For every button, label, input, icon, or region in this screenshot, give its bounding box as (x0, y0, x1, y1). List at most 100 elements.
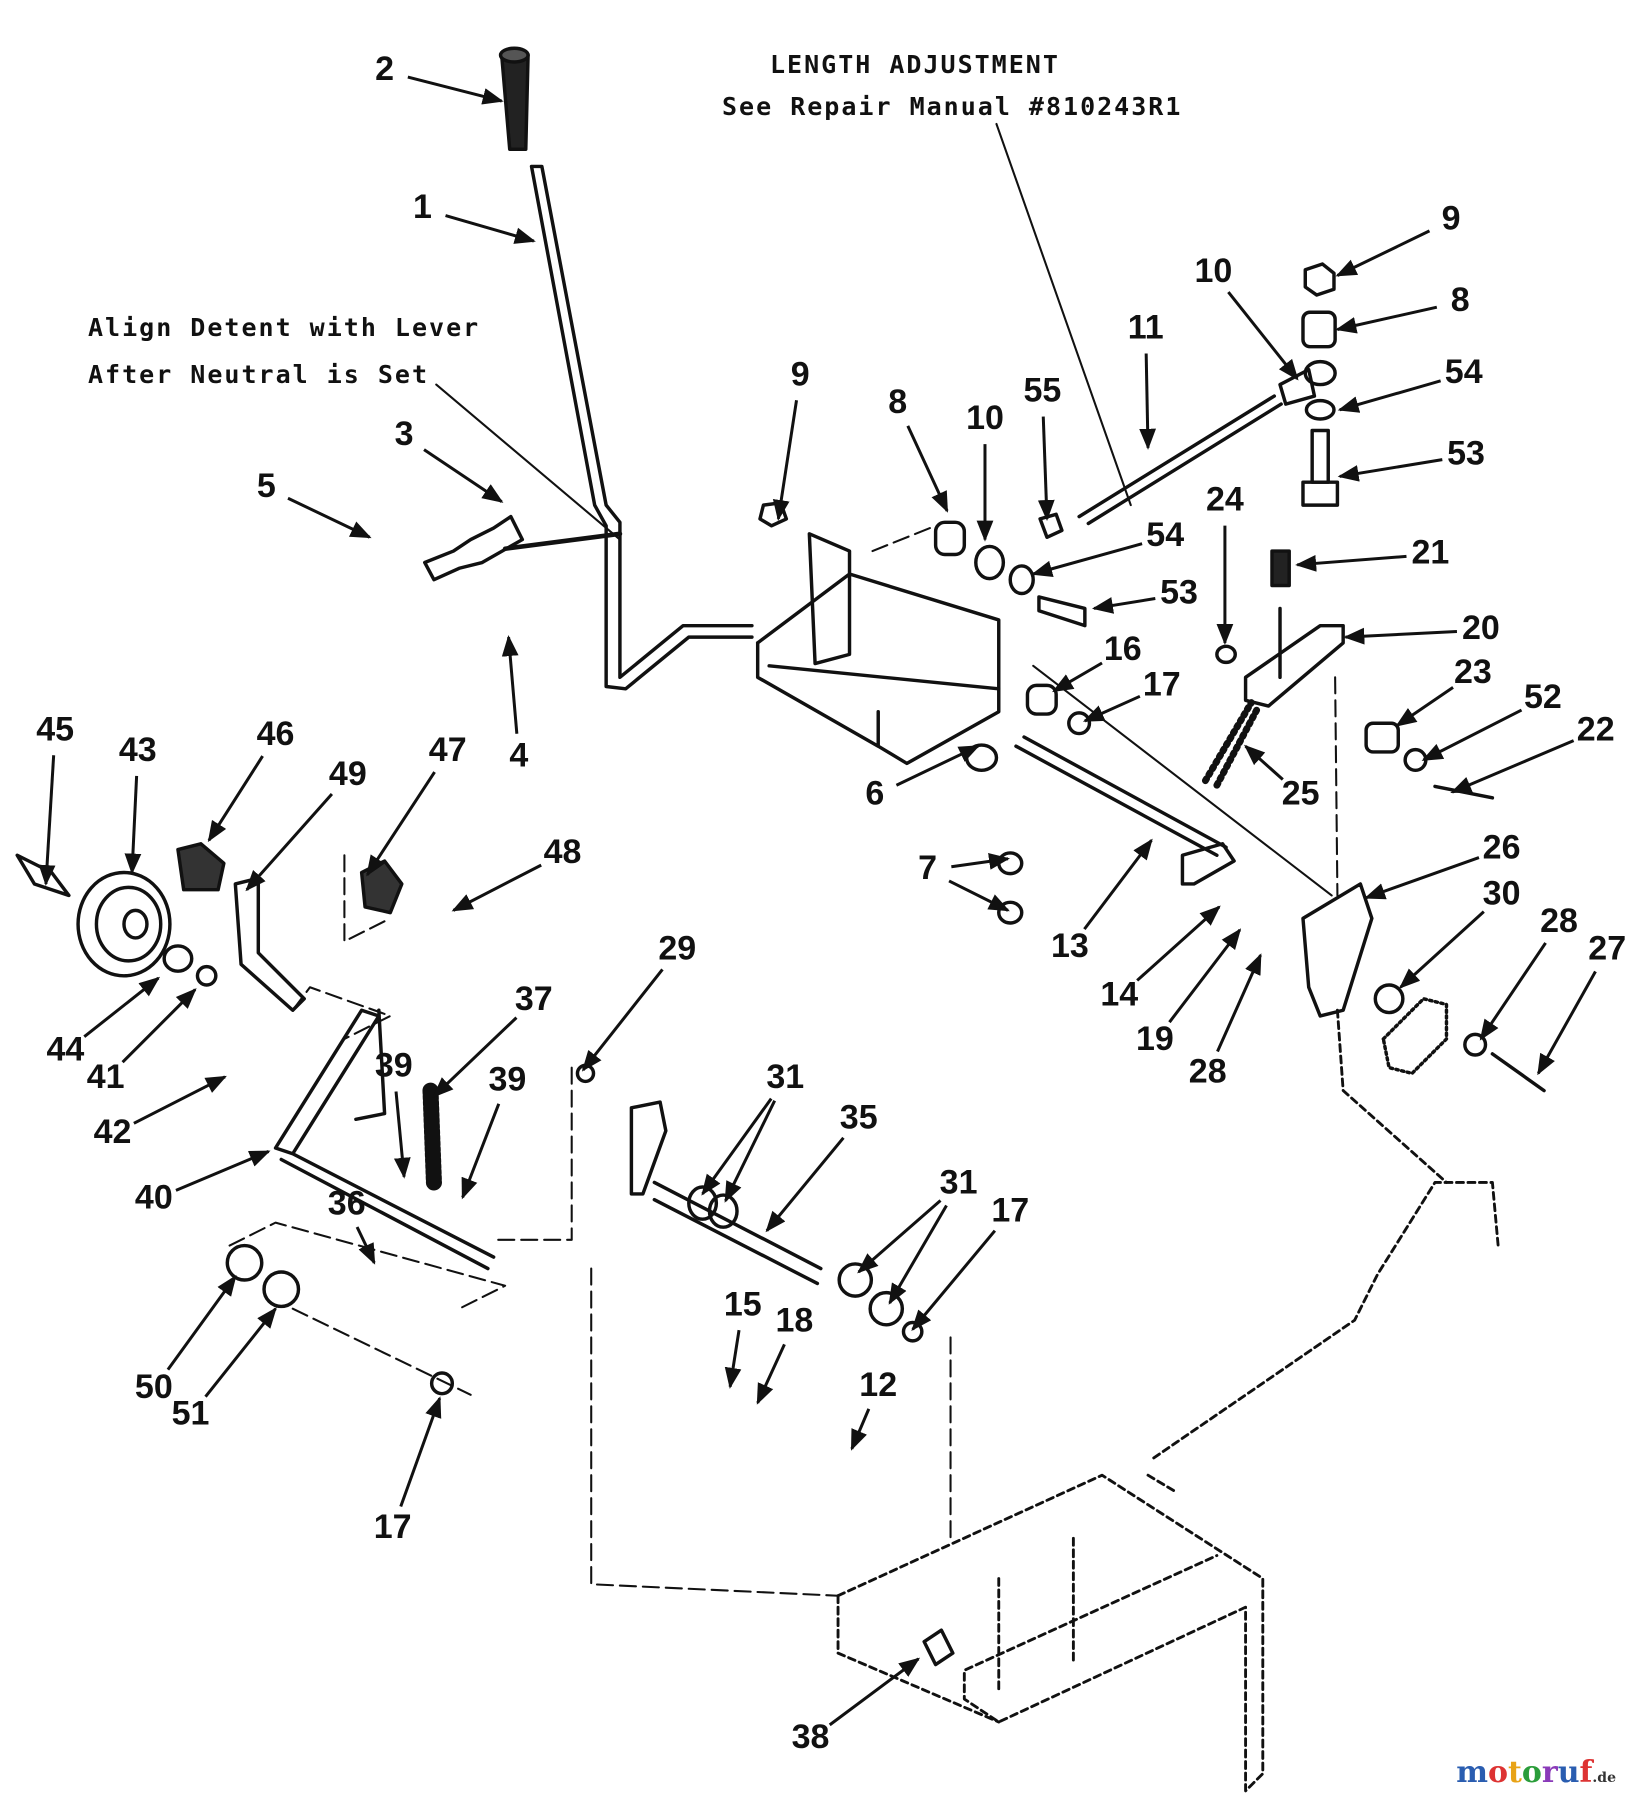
callout-17: 17 (374, 1396, 442, 1546)
leader-arrow (1364, 856, 1480, 900)
callout-18: 18 (756, 1301, 813, 1405)
leader-arrow (1337, 379, 1442, 413)
callout-number: 38 (792, 1718, 830, 1756)
leader-arrow (83, 976, 161, 1038)
callout-54: 54 (1031, 516, 1184, 578)
callout-31: 31 (701, 1058, 804, 1203)
callout-number: 25 (1282, 775, 1320, 813)
detent-bracket-part (423, 514, 525, 582)
leader-arrow (399, 1396, 442, 1508)
callout-49: 49 (245, 755, 367, 892)
callout-number: 15 (724, 1285, 762, 1323)
leader-arrow (393, 1091, 411, 1179)
callout-39: 39 (461, 1060, 526, 1200)
leader-arrow (1139, 353, 1157, 450)
callout-28: 28 (1479, 902, 1578, 1041)
leader-arrow (245, 792, 334, 892)
align-detent-note-line2: After Neutral is Set (88, 360, 430, 389)
logo-letter: m (1456, 1755, 1488, 1790)
leader-arrow (432, 1016, 518, 1098)
callout-number: 20 (1462, 609, 1500, 647)
logo-letter: u (1557, 1755, 1580, 1790)
leader-arrow (124, 775, 142, 875)
callout-20: 20 (1343, 609, 1500, 647)
callout-16: 16 (1052, 630, 1142, 693)
callout-23: 23 (1395, 653, 1492, 727)
logo-letter: t (1508, 1755, 1522, 1790)
callout-48: 48 (451, 833, 582, 912)
callout-number: 39 (375, 1047, 413, 1085)
callout-number: 53 (1447, 435, 1485, 473)
callout-7: 7 (918, 849, 1011, 912)
callout-11: 11 (1128, 308, 1164, 450)
logo-letter: o (1488, 1755, 1509, 1790)
callout-number: 45 (36, 710, 74, 748)
callout-number: 7 (918, 849, 937, 887)
leader-arrow (1216, 953, 1262, 1053)
clevis-part (1243, 623, 1345, 708)
logo-letter: f (1579, 1755, 1593, 1790)
callout-number: 55 (1023, 372, 1061, 410)
leader-arrow (1335, 305, 1438, 334)
callout-number: 6 (865, 775, 884, 813)
leader-arrow (724, 1329, 742, 1389)
callout-number: 48 (544, 833, 582, 871)
callout-number: 36 (328, 1184, 366, 1222)
callout-number: 49 (329, 755, 367, 793)
callout-45: 45 (36, 710, 74, 887)
callout-number: 5 (257, 467, 276, 505)
callout-54: 54 (1337, 353, 1483, 413)
logo-letter: o (1521, 1755, 1542, 1790)
callout-10: 10 (966, 399, 1004, 542)
callout-number: 54 (1445, 353, 1483, 391)
callout-52: 52 (1421, 678, 1562, 762)
callout-number: 41 (87, 1058, 125, 1096)
callout-38: 38 (792, 1657, 921, 1756)
callout-40: 40 (135, 1150, 271, 1217)
callout-number: 52 (1524, 678, 1562, 716)
leader-arrow (38, 755, 56, 887)
callout-27: 27 (1537, 930, 1626, 1076)
callout-number: 27 (1588, 930, 1626, 968)
leader-arrow (287, 496, 372, 539)
callout-number: 1 (413, 188, 432, 226)
callout-17: 17 (911, 1191, 1029, 1331)
leader-arrow (175, 1150, 271, 1192)
callout-53: 53 (1091, 574, 1198, 614)
callout-number: 42 (94, 1113, 132, 1151)
callout-number: 8 (1451, 281, 1470, 319)
callout-number: 13 (1051, 927, 1089, 965)
callout-number: 21 (1411, 533, 1449, 571)
callout-53: 53 (1337, 435, 1485, 482)
callout-number: 4 (509, 737, 528, 775)
callout-number: 31 (766, 1058, 804, 1096)
leader-arrow (121, 988, 197, 1064)
callout-number: 30 (1483, 874, 1521, 912)
leader-arrow (948, 879, 1010, 912)
leader-arrow (204, 1307, 277, 1398)
callout-25: 25 (1244, 744, 1320, 813)
leader-arrow (895, 744, 980, 787)
callout-number: 17 (1143, 665, 1181, 703)
callout-number: 28 (1540, 902, 1578, 940)
callout-number: 8 (888, 383, 907, 421)
callout-26: 26 (1364, 829, 1520, 900)
logo-letter: r (1541, 1755, 1558, 1790)
leader-arrow (1244, 744, 1284, 781)
leader-arrow (166, 1274, 237, 1371)
leader-arrow (724, 1100, 777, 1203)
leader-arrow (850, 1408, 871, 1451)
control-bracket-part (755, 532, 1001, 766)
callout-50: 50 (135, 1274, 237, 1406)
hardware-stack-part (1278, 262, 1340, 507)
callout-number: 28 (1189, 1052, 1227, 1090)
callout-41: 41 (87, 988, 197, 1096)
callout-12: 12 (850, 1366, 897, 1451)
shaft-part (1014, 735, 1228, 857)
leader-arrow (772, 400, 799, 521)
callout-number: 24 (1206, 481, 1244, 519)
callout-9: 9 (1335, 199, 1461, 277)
leader-arrow (1037, 416, 1055, 521)
control-plate-part (1301, 882, 1374, 1018)
leader-arrow (1227, 291, 1299, 381)
